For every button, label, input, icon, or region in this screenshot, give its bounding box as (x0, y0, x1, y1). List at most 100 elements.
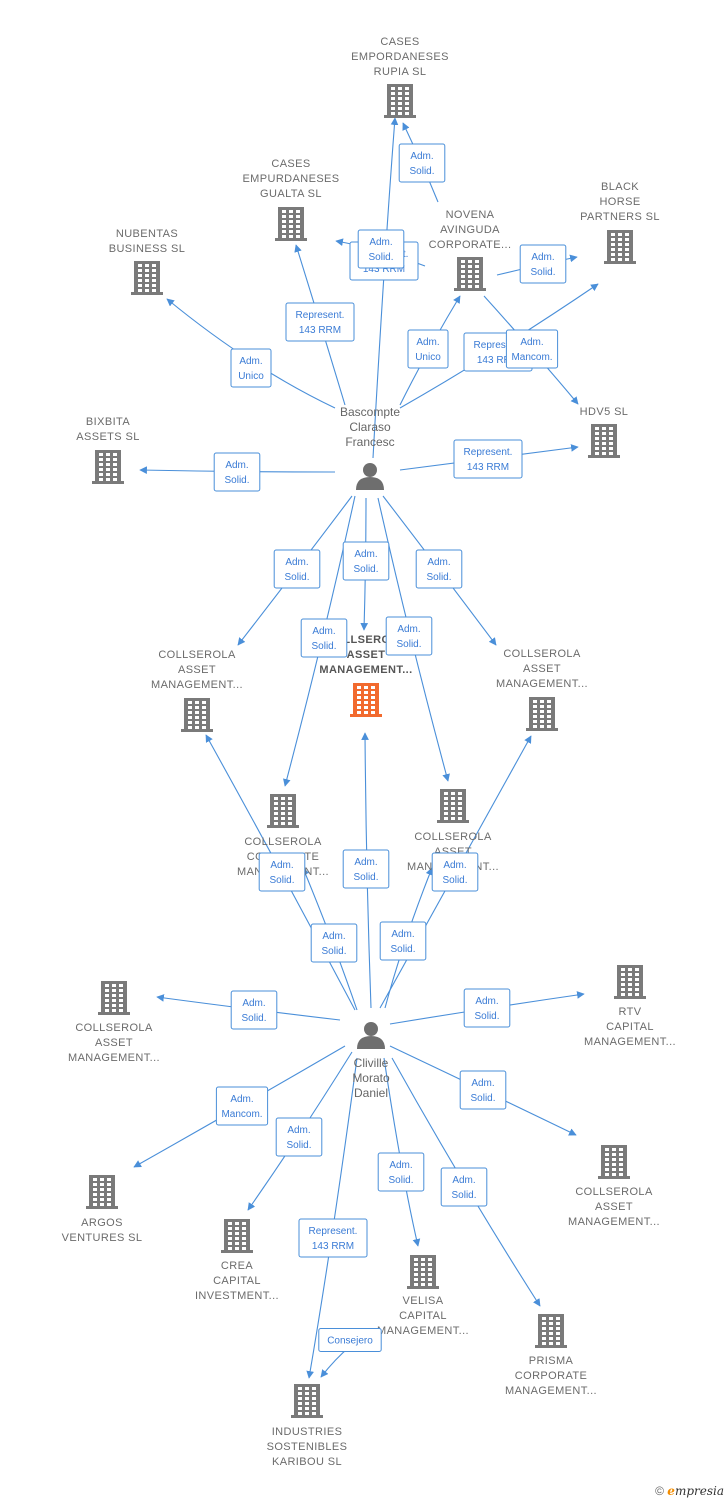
edge-label[interactable]: Adm.Solid. (310, 923, 358, 963)
edge-label-text: 143 RRM (312, 1241, 354, 1252)
edge-label[interactable]: Adm.Solid. (398, 143, 446, 183)
edge-label[interactable]: Adm.Solid. (258, 852, 306, 892)
edge-cliville-to-velisa (383, 1057, 421, 1247)
company-name-line: COLLSEROLA (414, 831, 492, 843)
person-name-line: Morato (352, 1071, 390, 1085)
company-node-novena[interactable]: NOVENAAVINGUDACORPORATE... (429, 209, 512, 291)
company-name-line: AVINGUDA (440, 224, 500, 236)
building-icon (588, 424, 620, 458)
company-node-collserola-focus[interactable]: COLLSEROLAASSETMANAGEMENT... (319, 634, 412, 717)
edge-label-text: Solid. (269, 875, 294, 886)
edge-label-text: Adm. (312, 626, 335, 637)
edge-label-text: Represent. (464, 447, 513, 458)
edge-label[interactable]: Adm.Solid. (342, 541, 390, 581)
edge-label[interactable]: Adm.Solid. (459, 1070, 507, 1110)
building-icon (437, 789, 469, 823)
edge-label-text: 143 RRM (299, 325, 341, 336)
company-name-line: CAPITAL (399, 1310, 447, 1322)
edge-label-text: Adm. (225, 460, 248, 471)
company-node-collserola-left[interactable]: COLLSEROLAASSETMANAGEMENT... (151, 649, 243, 732)
company-name-line: MANAGEMENT... (496, 678, 588, 690)
company-node-velisa[interactable]: VELISACAPITALMANAGEMENT... (377, 1255, 469, 1337)
company-node-collserola-right[interactable]: COLLSEROLAASSETMANAGEMENT... (496, 648, 588, 731)
edge-label[interactable]: Adm.Solid. (415, 549, 463, 589)
company-name-line: COLLSEROLA (244, 836, 322, 848)
company-name-line: COLLSEROLA (503, 648, 581, 660)
building-icon (267, 794, 299, 828)
edge-label[interactable]: Adm.Solid. (431, 852, 479, 892)
edge-label[interactable]: Represent.143 RRM (298, 1218, 368, 1258)
edge-label[interactable]: Adm.Solid. (463, 988, 511, 1028)
footer-brand[interactable]: © empresia (655, 1484, 724, 1498)
edge-label[interactable]: Adm.Solid. (275, 1117, 323, 1157)
edge-label-text: Adm. (475, 996, 498, 1007)
edge-label-text: Represent. (474, 340, 523, 351)
edge-label[interactable]: Represent.143 RRM (453, 439, 523, 479)
company-name-line: PRISMA (529, 1355, 574, 1367)
company-name-line: CAPITAL (213, 1275, 261, 1287)
company-node-hdv5[interactable]: HDV5 SL (580, 406, 629, 458)
edge-label[interactable]: Adm. Solid. (230, 990, 278, 1030)
company-node-rtv[interactable]: RTVCAPITALMANAGEMENT... (584, 965, 676, 1048)
edges-layer (133, 117, 599, 1379)
company-name-line: BIXBITA (86, 416, 130, 428)
edge-label[interactable]: Adm.Mancom. (215, 1086, 269, 1126)
edge-label-text: 143 RRM (477, 355, 519, 366)
building-icon (86, 1175, 118, 1209)
edge-label-text: Adm. (416, 337, 439, 348)
company-name-line: MANAGEMENT... (584, 1036, 676, 1048)
edge-label-text: Solid. (530, 267, 555, 278)
building-icon (614, 965, 646, 999)
edge-label[interactable]: Adm.Solid. (213, 452, 261, 492)
edge-label-text: Adm. (397, 624, 420, 635)
building-icon (407, 1255, 439, 1289)
edge-label[interactable]: Represent.143 RRM (285, 302, 355, 342)
edge-label[interactable]: Consejero (318, 1328, 382, 1352)
edge-label[interactable]: Adm.Solid. (273, 549, 321, 589)
edge-label-text: Solid. (390, 944, 415, 955)
brand-logo: empresia (667, 1484, 724, 1498)
edge-label[interactable]: Adm.Solid. (357, 229, 405, 269)
edge-label-text: Adm. (242, 998, 265, 1009)
edge-label[interactable]: Adm.Solid. (379, 921, 427, 961)
edge-label[interactable]: Adm.Solid. (300, 618, 348, 658)
edge-label-text: Adm. (471, 1078, 494, 1089)
edge-label[interactable]: Adm.Solid. (342, 849, 390, 889)
building-icon (98, 981, 130, 1015)
edge-label[interactable]: Adm.Unico (407, 329, 449, 369)
edge-label[interactable]: Adm.Solid. (519, 244, 567, 284)
edge-label[interactable]: Adm.Solid. (440, 1167, 488, 1207)
edge-label[interactable]: Adm.Unico (230, 348, 272, 388)
company-name-line: PARTNERS SL (580, 211, 660, 223)
company-node-collserola-mid[interactable]: COLLSEROLAASSETMANAGEMENT... (407, 789, 499, 873)
edge-label-text: Solid. (442, 875, 467, 886)
building-icon (131, 261, 163, 295)
company-node-collserola-lower-right[interactable]: COLLSEROLAASSETMANAGEMENT... (568, 1145, 660, 1228)
building-icon (275, 207, 307, 241)
company-name-line: ASSET (95, 1037, 133, 1049)
edge-label[interactable]: Adm.Solid. (377, 1152, 425, 1192)
edge-label-text: Mancom. (221, 1109, 262, 1120)
company-node-prisma[interactable]: PRISMACORPORATEMANAGEMENT... (505, 1314, 597, 1397)
company-name-line: HDV5 SL (580, 406, 629, 418)
company-name-line: NUBENTAS (116, 228, 178, 240)
building-icon (526, 697, 558, 731)
edge-label[interactable]: Adm.Mancom. (505, 329, 559, 369)
building-icon (181, 698, 213, 732)
edge-label-text: Adm. (520, 337, 543, 348)
edge-label-text: Solid. (241, 1013, 266, 1024)
company-node-crea[interactable]: CREACAPITALINVESTMENT... (195, 1219, 279, 1302)
edge-label[interactable]: Adm.Solid. (385, 616, 433, 656)
company-node-collserola-lower-left[interactable]: COLLSEROLAASSETMANAGEMENT... (68, 981, 160, 1064)
company-name-line: COLLSEROLA (575, 1186, 653, 1198)
edge-label-text: Adm. (354, 857, 377, 868)
